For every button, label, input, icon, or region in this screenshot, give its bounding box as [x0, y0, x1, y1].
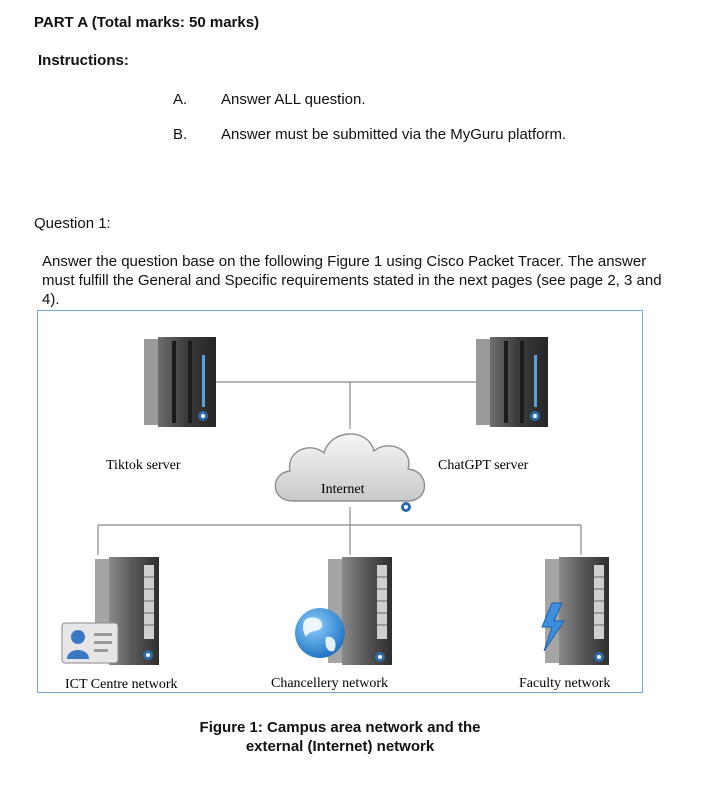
- instruction-text-a: Answer ALL question.: [221, 91, 366, 108]
- tiktok-server-icon: [144, 337, 216, 427]
- question-body: Answer the question base on the followin…: [42, 253, 662, 308]
- instruction-letter-b: B.: [173, 126, 188, 143]
- instructions-title: Instructions:: [38, 52, 129, 69]
- figure-caption-line-1: Figure 1: Campus area network and the: [199, 719, 481, 736]
- chatgpt-server-label: ChatGPT server: [438, 458, 529, 473]
- question-title: Question 1:: [34, 215, 111, 232]
- internet-label: Internet: [321, 482, 365, 497]
- network-diagram: Tiktok server ChatGPT server Internet IC…: [61, 337, 610, 692]
- figure-caption-line-2: external (Internet) network: [245, 738, 435, 755]
- figure-caption: Figure 1: Campus area network and the ex…: [170, 718, 510, 756]
- part-title: PART A (Total marks: 50 marks): [34, 14, 260, 31]
- id-card-icon: [61, 622, 119, 664]
- chancellery-label: Chancellery network: [271, 676, 388, 691]
- internet-cloud-icon: [274, 433, 425, 512]
- faculty-label: Faculty network: [519, 676, 610, 691]
- chancellery-server-icon: [328, 557, 392, 665]
- ict-centre-label: ICT Centre network: [65, 677, 178, 692]
- instruction-text-b: Answer must be submitted via the MyGuru …: [221, 126, 567, 143]
- connection-lines: [97, 381, 582, 555]
- network-figure: Tiktok server ChatGPT server Internet IC…: [37, 310, 643, 693]
- tiktok-server-label: Tiktok server: [106, 458, 181, 473]
- chatgpt-server-icon: [476, 337, 548, 427]
- instruction-letter-a: A.: [173, 91, 188, 108]
- globe-icon: [295, 608, 345, 658]
- lightning-icon: [541, 602, 565, 652]
